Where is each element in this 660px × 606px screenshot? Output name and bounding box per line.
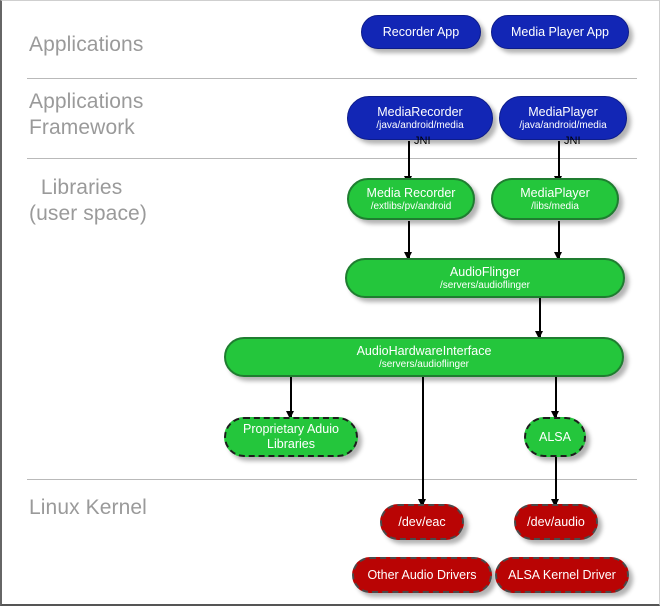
- connector-alsa-to-dev-audio: [555, 456, 557, 505]
- node-alsa-kernel-driver-title: ALSA Kernel Driver: [508, 567, 616, 582]
- node-media-recorder-library-title: Media Recorder: [366, 185, 456, 200]
- node-recorder-app[interactable]: Recorder App: [361, 15, 481, 49]
- node-audiohardwareinterface[interactable]: AudioHardwareInterface /servers/audiofli…: [224, 337, 624, 377]
- connector-mediaplayer-to-audioflinger: [558, 221, 560, 259]
- node-proprietary-audio-libraries-subtitle: Libraries: [267, 437, 315, 451]
- layer-label-applications: Applications: [29, 33, 144, 56]
- node-media-recorder-library[interactable]: Media Recorder /extlibs/pv/android: [347, 178, 475, 220]
- node-audioflinger-title: AudioFlinger: [449, 264, 521, 279]
- divider-linux-kernel: [27, 479, 637, 480]
- arrowhead-audiohwinterface-to-proprietary: [286, 411, 294, 419]
- node-dev-audio-title: /dev/audio: [527, 514, 585, 529]
- node-mediaplayer-library-path: /libs/media: [531, 200, 579, 212]
- node-mediaplayer-library[interactable]: MediaPlayer /libs/media: [491, 178, 619, 220]
- arrowhead-audiohwinterface-to-dev-eac: [418, 499, 426, 507]
- arrowhead-mediaplayer-to-audioflinger: [554, 252, 562, 260]
- connector-label-jni-left: JNI: [414, 135, 431, 147]
- node-mediaplayer-framework[interactable]: MediaPlayer /java/android/media: [499, 96, 627, 140]
- connector-mediarecorder-jni: [408, 141, 410, 183]
- node-proprietary-audio-libraries-title: Proprietary Aduio: [243, 422, 339, 436]
- layer-label-libraries: Libraries (user space): [29, 176, 147, 225]
- arrowhead-audioflinger-to-audiohwinterface: [535, 331, 543, 339]
- connector-audiohwinterface-to-alsa: [555, 375, 557, 417]
- node-alsa[interactable]: ALSA: [524, 417, 586, 457]
- divider-framework: [27, 158, 637, 159]
- node-audioflinger-path: /servers/audioflinger: [439, 279, 531, 291]
- connector-mediaplayer-jni: [558, 141, 560, 183]
- node-other-audio-drivers-title: Other Audio Drivers: [367, 567, 477, 582]
- node-mediarecorder-framework-path: /java/android/media: [376, 119, 464, 131]
- node-dev-eac[interactable]: /dev/eac: [380, 504, 464, 540]
- divider-applications: [27, 78, 637, 79]
- node-media-player-app-title: Media Player App: [511, 24, 609, 39]
- node-alsa-kernel-driver[interactable]: ALSA Kernel Driver: [495, 557, 629, 593]
- node-mediaplayer-framework-path: /java/android/media: [519, 119, 607, 131]
- arrowhead-media-recorder-to-audioflinger: [404, 252, 412, 260]
- connector-audioflinger-to-audiohwinterface: [539, 298, 541, 338]
- connector-media-recorder-to-audioflinger: [408, 221, 410, 259]
- node-dev-eac-title: /dev/eac: [398, 514, 446, 529]
- node-media-recorder-library-path: /extlibs/pv/android: [370, 200, 452, 212]
- node-recorder-app-title: Recorder App: [382, 24, 460, 39]
- node-audioflinger[interactable]: AudioFlinger /servers/audioflinger: [345, 258, 625, 298]
- connector-label-jni-right: JNI: [564, 135, 581, 147]
- arrowhead-audiohwinterface-to-alsa: [551, 411, 559, 419]
- node-other-audio-drivers[interactable]: Other Audio Drivers: [352, 557, 492, 593]
- node-mediaplayer-framework-title: MediaPlayer: [528, 104, 598, 119]
- node-alsa-title: ALSA: [539, 429, 571, 444]
- connector-audiohwinterface-to-dev-eac: [422, 375, 424, 505]
- node-mediarecorder-framework-title: MediaRecorder: [377, 104, 463, 119]
- arrowhead-alsa-to-dev-audio: [551, 499, 559, 507]
- node-audiohardwareinterface-title: AudioHardwareInterface: [356, 343, 492, 358]
- layer-label-linux-kernel: Linux Kernel: [29, 496, 147, 519]
- node-proprietary-audio-libraries[interactable]: Proprietary Aduio Libraries: [224, 417, 358, 457]
- node-audiohardwareinterface-path: /servers/audioflinger: [378, 358, 470, 370]
- layer-label-applications-framework: Applications Framework: [29, 90, 144, 139]
- node-mediarecorder-framework[interactable]: MediaRecorder /java/android/media: [347, 96, 493, 140]
- node-mediaplayer-library-title: MediaPlayer: [520, 185, 590, 200]
- connector-audiohwinterface-to-proprietary: [290, 375, 292, 417]
- node-dev-audio[interactable]: /dev/audio: [514, 504, 598, 540]
- node-media-player-app[interactable]: Media Player App: [491, 15, 629, 49]
